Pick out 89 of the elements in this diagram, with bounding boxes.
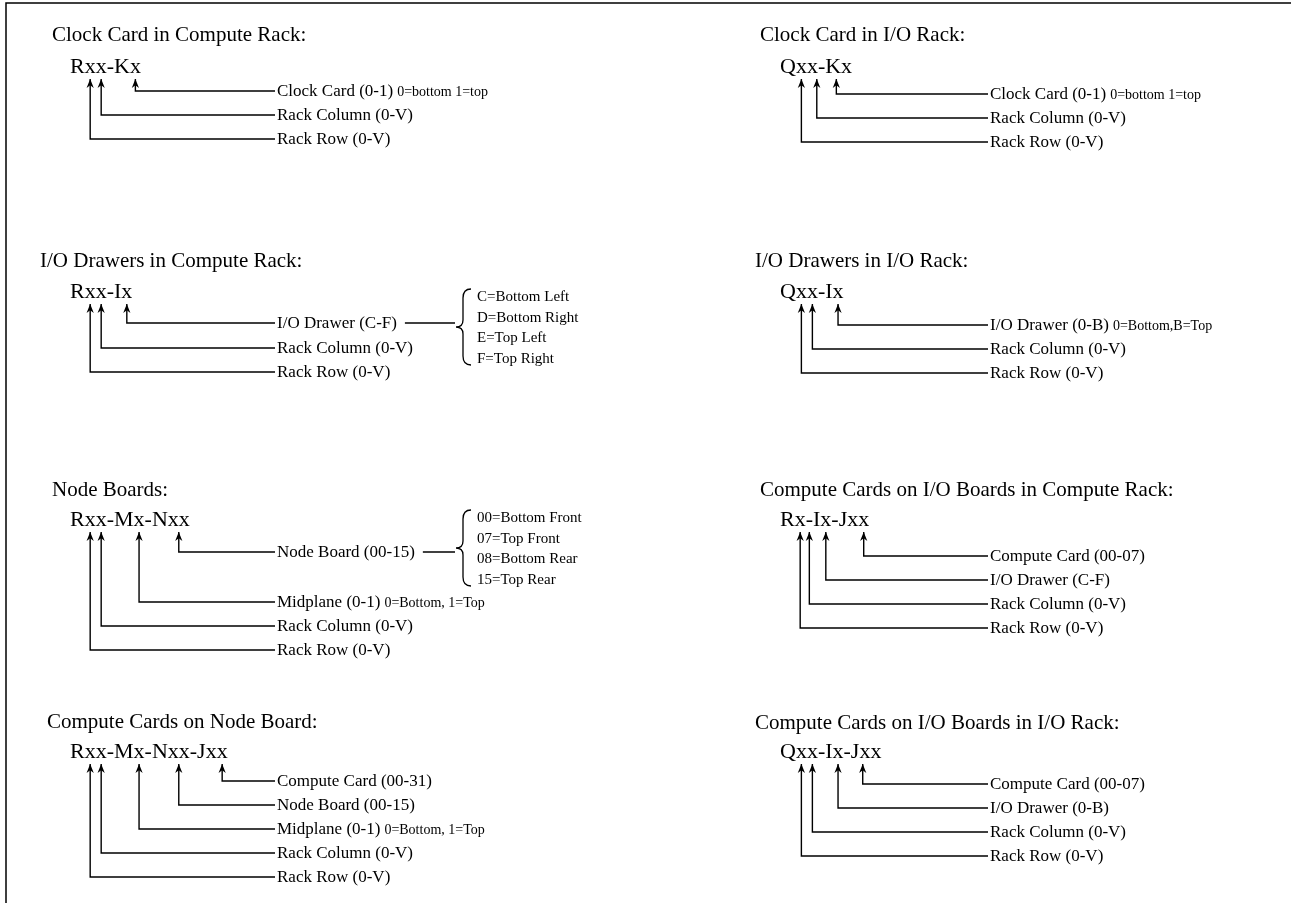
value-legend-line: E=Top Left: [477, 328, 548, 347]
location-code: Rxx-Kx: [70, 53, 141, 78]
leader-arrow: [86, 763, 276, 878]
field-label: Rack Row (0-V): [277, 640, 391, 659]
field-label: Rack Column (0-V): [277, 616, 413, 635]
value-note: 0=Bottom, 1=Top: [384, 822, 485, 837]
value-legend-line: C=Bottom Left: [477, 287, 571, 306]
value-legend-line: F=Top Right: [477, 348, 555, 368]
field-label: Compute Card (00-07): [990, 774, 1145, 793]
field-label: Compute Card (00-31): [277, 771, 432, 790]
field-label: Rack Column (0-V): [277, 843, 413, 862]
field-label: Rack Row (0-V): [990, 846, 1104, 865]
leader-arrow: [832, 78, 989, 95]
leader-arrow: [797, 78, 989, 143]
field-label: Rack Row (0-V): [277, 129, 391, 148]
location-code: Rxx-Mx-Nxx: [70, 506, 190, 531]
field-label: Rack Row (0-V): [990, 132, 1104, 151]
field-label: I/O Drawer (C-F): [277, 313, 397, 332]
section-heading: Compute Cards on Node Board:: [47, 709, 318, 733]
location-code: Qxx-Kx: [780, 53, 853, 78]
leader-arrow: [97, 531, 276, 627]
section-heading: Compute Cards on I/O Boards in I/O Rack:: [755, 710, 1120, 734]
location-code: Rxx-Ix: [70, 278, 133, 303]
field-label: Rack Column (0-V): [990, 108, 1126, 127]
value-legend-line: D=Bottom Right: [477, 307, 579, 327]
section-heading: I/O Drawers in I/O Rack:: [755, 248, 969, 272]
value-legend-line: 00=Bottom Front: [477, 508, 582, 527]
section-heading: Clock Card in Compute Rack:: [52, 22, 307, 46]
connector-line: [422, 551, 456, 553]
leader-arrow: [859, 763, 989, 785]
value-note: 0=bottom 1=top: [1110, 87, 1201, 102]
field-label: Clock Card (0-1): [990, 84, 1107, 103]
field-label: Rack Row (0-V): [277, 362, 391, 381]
location-code: Qxx-Ix: [780, 278, 844, 303]
leader-arrow: [813, 78, 989, 119]
value-legend-line: 07=Top Front: [477, 528, 561, 548]
field-label: Rack Row (0-V): [990, 363, 1104, 382]
leader-arrow: [97, 78, 276, 116]
field-label: Rack Column (0-V): [990, 594, 1126, 613]
leader-arrow: [123, 303, 276, 324]
leader-arrow: [808, 763, 989, 833]
field-label: Midplane (0-1): [277, 592, 381, 611]
leader-arrow: [135, 763, 276, 830]
leader-arrow: [86, 78, 276, 140]
leader-arrow: [86, 531, 276, 651]
field-label: Clock Card (0-1): [277, 81, 394, 100]
field-label: Node Board (00-15): [277, 542, 415, 561]
value-legend-line: 15=Top Rear: [477, 569, 557, 589]
section-heading: Clock Card in I/O Rack:: [760, 22, 966, 46]
leader-arrow: [797, 763, 989, 857]
leader-arrow: [97, 303, 276, 349]
leader-arrow: [822, 531, 989, 581]
leader-arrow: [218, 763, 276, 782]
value-note: 0=Bottom, 1=Top: [384, 595, 485, 610]
field-label: Compute Card (00-07): [990, 546, 1145, 565]
field-label: Rack Row (0-V): [990, 618, 1104, 637]
leader-arrow: [860, 531, 989, 557]
field-label: Rack Column (0-V): [277, 105, 413, 124]
leader-arrow: [808, 303, 989, 350]
field-label: Rack Column (0-V): [990, 339, 1126, 358]
leader-arrow: [796, 531, 989, 629]
location-code: Qxx-Ix-Jxx: [780, 738, 882, 763]
location-code: Rx-Ix-Jxx: [780, 506, 870, 531]
section-heading: I/O Drawers in Compute Rack:: [40, 248, 303, 272]
field-label: Midplane (0-1): [277, 819, 381, 838]
field-label: Rack Column (0-V): [277, 338, 413, 357]
field-label: Rack Column (0-V): [990, 822, 1126, 841]
leader-arrow: [797, 303, 989, 374]
value-note: 0=Bottom,B=Top: [1112, 318, 1213, 333]
leader-arrow: [86, 303, 276, 373]
connector-line: [404, 322, 456, 324]
value-note: 0=bottom 1=top: [397, 84, 488, 99]
field-label: I/O Drawer (0-B): [990, 798, 1109, 817]
leader-arrow: [805, 531, 989, 605]
leader-arrow: [834, 303, 989, 326]
leader-arrow: [834, 763, 989, 809]
leader-arrow: [135, 531, 276, 603]
field-label: I/O Drawer (0-B): [990, 315, 1109, 334]
location-code: Rxx-Mx-Nxx-Jxx: [70, 738, 228, 763]
section-heading: Compute Cards on I/O Boards in Compute Rack:: [760, 477, 1174, 501]
leader-arrow: [97, 763, 276, 854]
field-label: Node Board (00-15): [277, 795, 415, 814]
leader-arrow: [175, 531, 276, 553]
value-legend-line: 08=Bottom Rear: [477, 549, 579, 568]
field-label: I/O Drawer (C-F): [990, 570, 1110, 589]
section-heading: Node Boards:: [52, 477, 169, 501]
leader-arrow: [131, 78, 276, 92]
leader-arrow: [175, 763, 276, 806]
field-label: Rack Row (0-V): [277, 867, 391, 886]
